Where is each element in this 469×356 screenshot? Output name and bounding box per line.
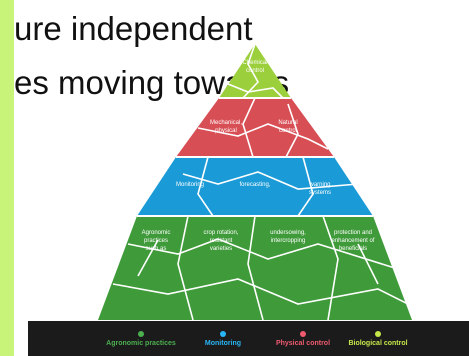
tier4-label-1-3: such as	[146, 246, 167, 252]
tier4-label-2-2: resistant	[210, 238, 233, 244]
left-accent-stripe	[0, 0, 14, 356]
tier4-label-4-1: protection and	[334, 230, 372, 236]
tier4-label-2-1: crop rotation,	[203, 230, 238, 236]
tier4-label-3-2: intercropping	[271, 238, 306, 244]
pyramid-tier-agronomic	[98, 216, 412, 320]
legend-label: Agronomic practices	[106, 339, 176, 347]
tier3-label-warning-2: systems	[309, 190, 331, 196]
legend-label: Biological control	[348, 339, 408, 347]
pyramid-tier-monitoring	[137, 157, 373, 216]
tier2-left-label-2: physical	[215, 128, 237, 134]
legend-dot-icon	[220, 330, 226, 337]
tier2-left-label-1: Mechanical,	[210, 120, 242, 126]
ipm-pyramid-image: Chemical control Mechanical, physical Na…	[98, 44, 412, 320]
tier4-label-4-2: enhancement of	[331, 238, 374, 244]
apex-label-1: Chemical	[242, 60, 267, 66]
legend-item-agronomic: Agronomic practices	[86, 321, 196, 356]
legend-label: Monitoring	[204, 339, 242, 347]
legend-dot-icon	[138, 330, 144, 337]
legend-dot-icon	[300, 330, 306, 337]
tier2-right-label-1: Natural	[278, 120, 297, 126]
legend-item-biological-control: Biological control	[328, 321, 428, 356]
tier3-label-forecasting: forecasting,	[239, 182, 270, 188]
slide-text-line-1: ure independent	[14, 10, 253, 47]
legend-item-physical-control: Physical control	[253, 321, 353, 356]
tier4-label-1-2: practices	[144, 238, 168, 244]
tier4-label-4-3: beneficials	[339, 246, 367, 252]
legend-item-monitoring: Monitoring	[178, 321, 268, 356]
tier2-right-label-2: control	[279, 128, 297, 134]
legend-bar: Agronomic practices Monitoring Physical …	[28, 321, 469, 356]
tier4-label-2-3: varieties	[210, 246, 232, 252]
pyramid-tier-apex	[219, 44, 291, 98]
legend-label: Physical control	[275, 339, 331, 347]
tier4-label-3-1: undersowing,	[270, 230, 306, 236]
pyramid-tier-physical	[176, 98, 334, 157]
apex-label-2: control	[246, 68, 264, 74]
legend-dot-icon	[375, 330, 381, 337]
tier3-label-warning-1: warning	[308, 182, 330, 188]
pyramid-crack-lines	[112, 44, 412, 320]
tier4-label-1-1: Agronomic	[142, 230, 171, 236]
tier3-label-monitoring: Monitoring	[176, 182, 204, 188]
